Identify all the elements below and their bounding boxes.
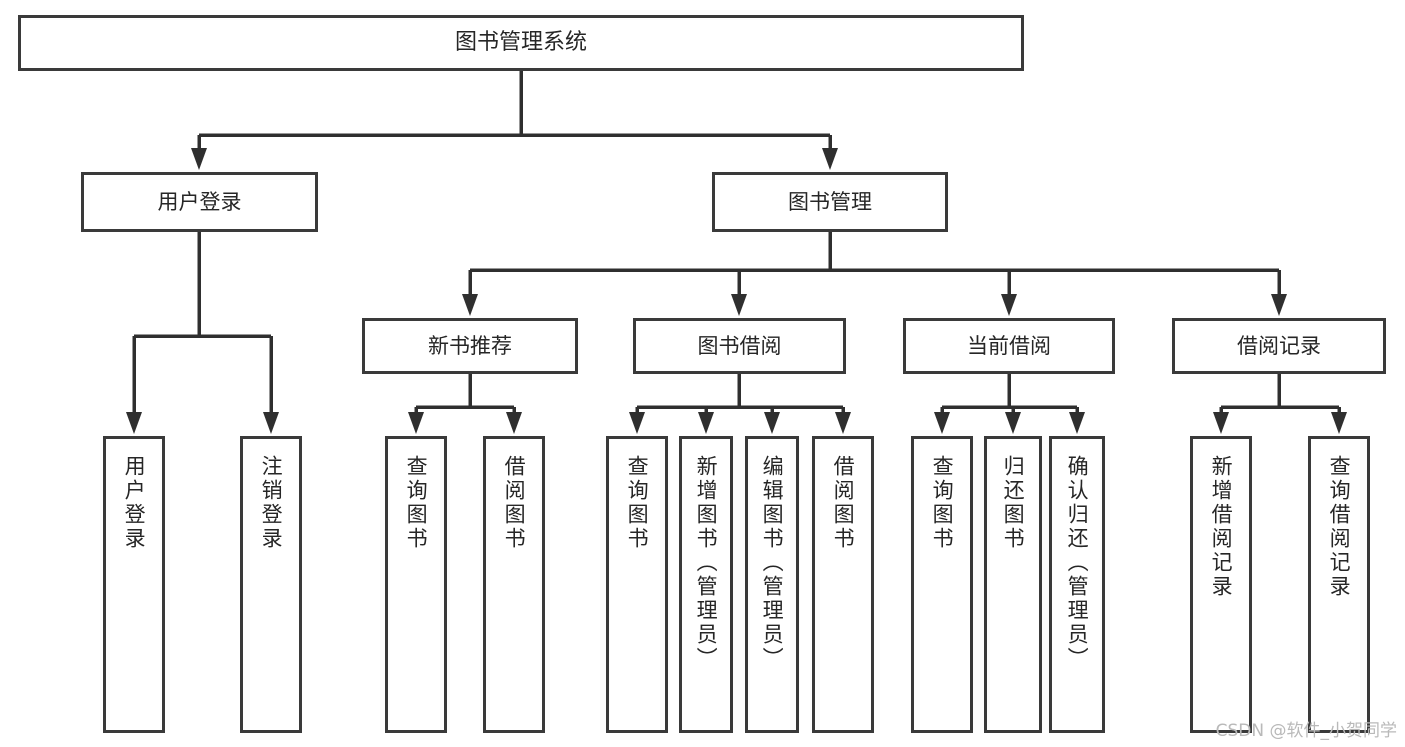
arrow-query-record-head: [1331, 412, 1347, 434]
node-label-leaf-add-record: 新增借阅记录: [1209, 455, 1234, 599]
arrow-query-book-1-head: [408, 412, 424, 434]
arrow-user-login-head: [191, 148, 207, 170]
node-leaf-user-login[interactable]: 用户登录: [103, 436, 165, 733]
arrow-borrow-record-head: [1271, 294, 1287, 316]
node-label-leaf-query-book-2: 查询图书: [625, 455, 650, 551]
node-label-leaf-query-book-3: 查询图书: [930, 455, 955, 551]
arrow-leaf-logout-head: [263, 412, 279, 434]
node-leaf-confirm-return[interactable]: 确认归还（管理员）: [1049, 436, 1105, 733]
node-label-leaf-query-record: 查询借阅记录: [1327, 455, 1352, 599]
node-leaf-query-book-2[interactable]: 查询图书: [606, 436, 668, 733]
node-leaf-query-book-3[interactable]: 查询图书: [911, 436, 973, 733]
arrow-query-book-2-head: [629, 412, 645, 434]
node-label-leaf-user-login: 用户登录: [122, 455, 147, 551]
arrow-new-book-rec-head: [462, 294, 478, 316]
node-leaf-logout[interactable]: 注销登录: [240, 436, 302, 733]
node-label-root: 图书管理系统: [454, 30, 587, 56]
node-leaf-add-book[interactable]: 新增图书（管理员）: [679, 436, 733, 733]
node-label-leaf-borrow-book-1: 借阅图书: [502, 455, 527, 551]
node-new-book-rec[interactable]: 新书推荐: [362, 318, 578, 374]
node-label-leaf-add-book: 新增图书（管理员）: [694, 455, 719, 671]
arrow-current-borrow-head: [1001, 294, 1017, 316]
arrow-add-record-head: [1213, 412, 1229, 434]
node-leaf-edit-book[interactable]: 编辑图书（管理员）: [745, 436, 799, 733]
node-leaf-borrow-book-2[interactable]: 借阅图书: [812, 436, 874, 733]
node-label-leaf-borrow-book-2: 借阅图书: [831, 455, 856, 551]
node-leaf-query-book-1[interactable]: 查询图书: [385, 436, 447, 733]
arrow-book-borrow-head: [731, 294, 747, 316]
node-label-user-login: 用户登录: [157, 189, 242, 214]
node-leaf-borrow-book-1[interactable]: 借阅图书: [483, 436, 545, 733]
node-leaf-query-record[interactable]: 查询借阅记录: [1308, 436, 1370, 733]
arrow-edit-book-head: [764, 412, 780, 434]
node-leaf-return-book[interactable]: 归还图书: [984, 436, 1042, 733]
node-root[interactable]: 图书管理系统: [18, 15, 1024, 71]
arrow-leaf-user-login-head: [126, 412, 142, 434]
node-current-borrow[interactable]: 当前借阅: [903, 318, 1115, 374]
node-borrow-record[interactable]: 借阅记录: [1172, 318, 1386, 374]
node-label-new-book-rec: 新书推荐: [428, 333, 512, 358]
watermark-text: CSDN @软件_小贺同学: [1215, 721, 1397, 741]
node-label-book-manage: 图书管理: [788, 189, 872, 214]
node-label-book-borrow: 图书借阅: [697, 333, 782, 358]
arrow-borrow-book-2-head: [835, 412, 851, 434]
arrow-add-book-head: [698, 412, 714, 434]
node-label-borrow-record: 借阅记录: [1237, 333, 1321, 358]
node-label-leaf-edit-book: 编辑图书（管理员）: [760, 455, 785, 671]
node-label-leaf-logout: 注销登录: [259, 455, 284, 551]
node-label-leaf-query-book-1: 查询图书: [404, 455, 429, 551]
node-label-leaf-confirm-return: 确认归还（管理员）: [1065, 455, 1090, 671]
arrow-return-book-head: [1005, 412, 1021, 434]
node-leaf-add-record[interactable]: 新增借阅记录: [1190, 436, 1252, 733]
arrow-borrow-book-1-head: [506, 412, 522, 434]
node-label-current-borrow: 当前借阅: [967, 333, 1051, 358]
node-user-login[interactable]: 用户登录: [81, 172, 318, 232]
node-book-borrow[interactable]: 图书借阅: [633, 318, 846, 374]
node-label-leaf-return-book: 归还图书: [1001, 455, 1026, 551]
arrow-confirm-return-head: [1069, 412, 1085, 434]
arrow-book-manage-head: [822, 148, 838, 170]
node-book-manage[interactable]: 图书管理: [712, 172, 948, 232]
arrow-query-book-3-head: [934, 412, 950, 434]
